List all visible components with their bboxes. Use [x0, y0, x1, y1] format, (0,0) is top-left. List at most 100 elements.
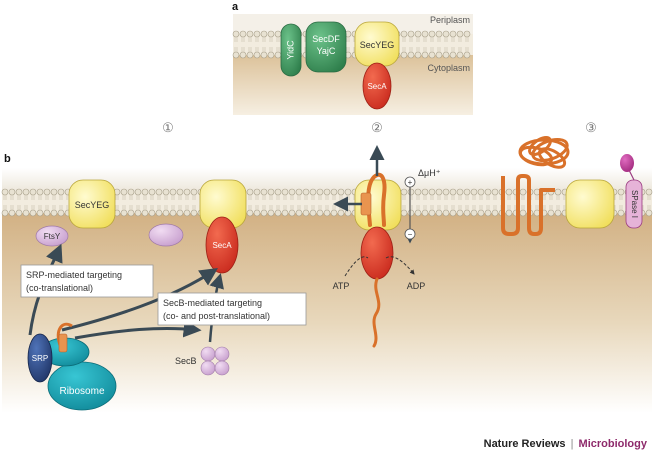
lipid-head [57, 188, 65, 196]
seca-protein-a [362, 62, 392, 110]
lipid-head [505, 209, 513, 217]
seca-protein-b3 [360, 226, 394, 280]
secb-targeting-box [157, 292, 307, 326]
lipid-head [414, 209, 422, 217]
lipid-head [456, 209, 464, 217]
lipid-head [274, 51, 282, 59]
lipid-head [435, 209, 443, 217]
lipid-head [267, 209, 275, 217]
lipid-head [155, 188, 163, 196]
lipid-head [302, 188, 310, 196]
cytoplasm-label: Cytoplasm [427, 63, 470, 73]
lipid-head [323, 209, 331, 217]
secb-label: SecB [175, 356, 197, 366]
lipid-head [449, 209, 457, 217]
lipid-head [484, 188, 492, 196]
lipid-head [274, 188, 282, 196]
lipid-head [120, 188, 128, 196]
lipid-head [337, 209, 345, 217]
lipid-head [148, 188, 156, 196]
ftsy-label: FtsY [44, 232, 61, 241]
journal-name: Microbiology [578, 438, 647, 450]
panel-b: b SecYEG FtsY SecA ATP ADP + − ΔμH [1, 136, 653, 413]
lipid-head [344, 209, 352, 217]
lipid-head [127, 188, 135, 196]
lipid-head [134, 209, 142, 217]
lipid-head [253, 30, 261, 38]
lipid-head [253, 209, 261, 217]
lipid-head [400, 51, 408, 59]
seca-label-b: SecA [212, 241, 232, 250]
lipid-head [295, 188, 303, 196]
lipid-head [519, 209, 527, 217]
lipid-head [288, 209, 296, 217]
lipid-head [645, 209, 653, 217]
lipid-head [428, 51, 436, 59]
secb-targeting-line2: (co- and post-translational) [163, 311, 270, 321]
srp-particle [27, 333, 53, 383]
lipid-head [470, 188, 478, 196]
lipid-head [554, 209, 562, 217]
secyeg-protein-b1 [68, 179, 116, 229]
lipid-head [428, 188, 436, 196]
panel-a: a Periplasm Cytoplasm YidC SecDF YajC Se… [232, 1, 473, 115]
lipid-head [36, 209, 44, 217]
secb-targeting-line1: SecB-mediated targeting [163, 298, 262, 308]
lipid-head [260, 188, 268, 196]
secb-to-seca-arrow [61, 268, 218, 332]
lipid-head [274, 209, 282, 217]
atp-label: ATP [333, 281, 350, 291]
lipid-head [260, 51, 268, 59]
lipid-head [43, 188, 51, 196]
lipid-head [36, 188, 44, 196]
srp-targeting-box [20, 264, 154, 298]
lipid-head [267, 188, 275, 196]
lipid-head [435, 30, 443, 38]
lipid-head [246, 30, 254, 38]
seca-protein-b [205, 216, 239, 274]
secdf-label: SecDF [312, 34, 340, 44]
yidc-protein [280, 23, 302, 77]
lipid-head [456, 188, 464, 196]
lipid-head [421, 209, 429, 217]
lipid-head [253, 188, 261, 196]
secb-complex [200, 346, 230, 376]
delta-mu-label: ΔμH⁺ [418, 168, 441, 178]
lipid-head [120, 209, 128, 217]
lipid-head [400, 30, 408, 38]
lipid-head [15, 188, 23, 196]
lipid-head [8, 188, 16, 196]
lipid-head [274, 30, 282, 38]
seca-label-a: SecA [367, 82, 387, 91]
lipid-head [505, 188, 513, 196]
lipid-head [183, 188, 191, 196]
lipid-head [239, 51, 247, 59]
journal-separator: | [570, 438, 574, 450]
lipid-head [246, 188, 254, 196]
lipid-head [155, 209, 163, 217]
lipid-head [435, 51, 443, 59]
lipid-head [260, 209, 268, 217]
lipid-head [337, 188, 345, 196]
lipid-head [484, 209, 492, 217]
lipid-head [309, 209, 317, 217]
panel-b-letter: b [4, 153, 11, 165]
lipid-head [491, 188, 499, 196]
cytoplasm-region-a [233, 55, 473, 115]
lipid-head [477, 209, 485, 217]
step-3-marker: ③ [585, 120, 597, 135]
srp-targeting-line2: (co-translational) [26, 283, 93, 293]
lipid-head [463, 209, 471, 217]
lipid-head [141, 188, 149, 196]
lipid-head [316, 188, 324, 196]
lipid-head [407, 51, 415, 59]
lipid-head [29, 209, 37, 217]
lipid-head [323, 188, 331, 196]
lipid-head [645, 188, 653, 196]
lipid-head [50, 209, 58, 217]
lipid-head [414, 188, 422, 196]
lipid-head [1, 188, 9, 196]
yajc-label: YajC [317, 46, 336, 56]
secb-route-arrow [74, 319, 202, 340]
lipid-head [134, 188, 142, 196]
